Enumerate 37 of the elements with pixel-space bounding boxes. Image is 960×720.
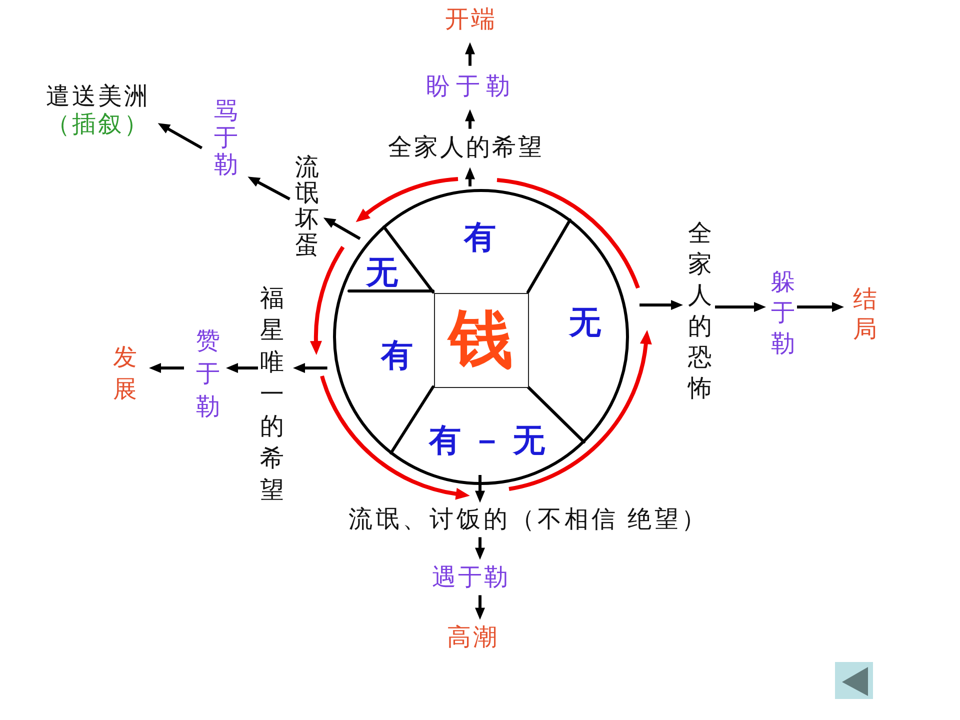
text-label: 流氓坏蛋 xyxy=(295,155,319,259)
event-label: 遇于勒 xyxy=(430,564,510,592)
text-label: 遣送美洲 xyxy=(46,83,150,111)
arrow xyxy=(465,167,475,186)
arrow xyxy=(475,475,485,503)
text-label: 流氓、讨饭的（不相信 绝望） xyxy=(346,506,708,534)
arrow xyxy=(465,42,475,66)
arrow xyxy=(640,300,683,310)
arrow xyxy=(797,302,844,312)
arrow xyxy=(475,537,485,560)
stage-label: 高潮 xyxy=(445,624,499,652)
arrow xyxy=(475,595,485,620)
center-box: 钱 xyxy=(434,292,528,388)
arrow xyxy=(226,363,258,373)
arrow xyxy=(715,302,766,312)
text-label: 全家人的恐怖 xyxy=(688,219,712,405)
event-label: 躲于勒 xyxy=(771,268,795,360)
stage-label: 发展 xyxy=(113,342,137,406)
sector-label: 有－无 xyxy=(419,424,555,456)
event-label: 盼于勒 xyxy=(420,74,516,100)
arrow xyxy=(323,218,361,240)
text-label: 全家人的希望 xyxy=(386,134,544,162)
event-label: 骂于勒 xyxy=(214,98,238,180)
event-label: 赞于勒 xyxy=(196,326,220,424)
note-label: （插叙） xyxy=(46,111,150,139)
text-label: 福星唯一的希望 xyxy=(260,283,284,507)
arrow xyxy=(158,123,203,150)
sector-label: 有 xyxy=(464,221,496,253)
stage-label: 开端 xyxy=(443,6,497,34)
stage-label: 结局 xyxy=(853,285,877,345)
sector-label: 有 xyxy=(381,339,413,371)
arrow xyxy=(293,363,328,373)
arrow xyxy=(149,363,184,373)
sector-label: 无 xyxy=(569,306,601,338)
arrow xyxy=(248,176,290,200)
sector-label: 无 xyxy=(366,256,398,288)
arrow xyxy=(465,109,475,129)
